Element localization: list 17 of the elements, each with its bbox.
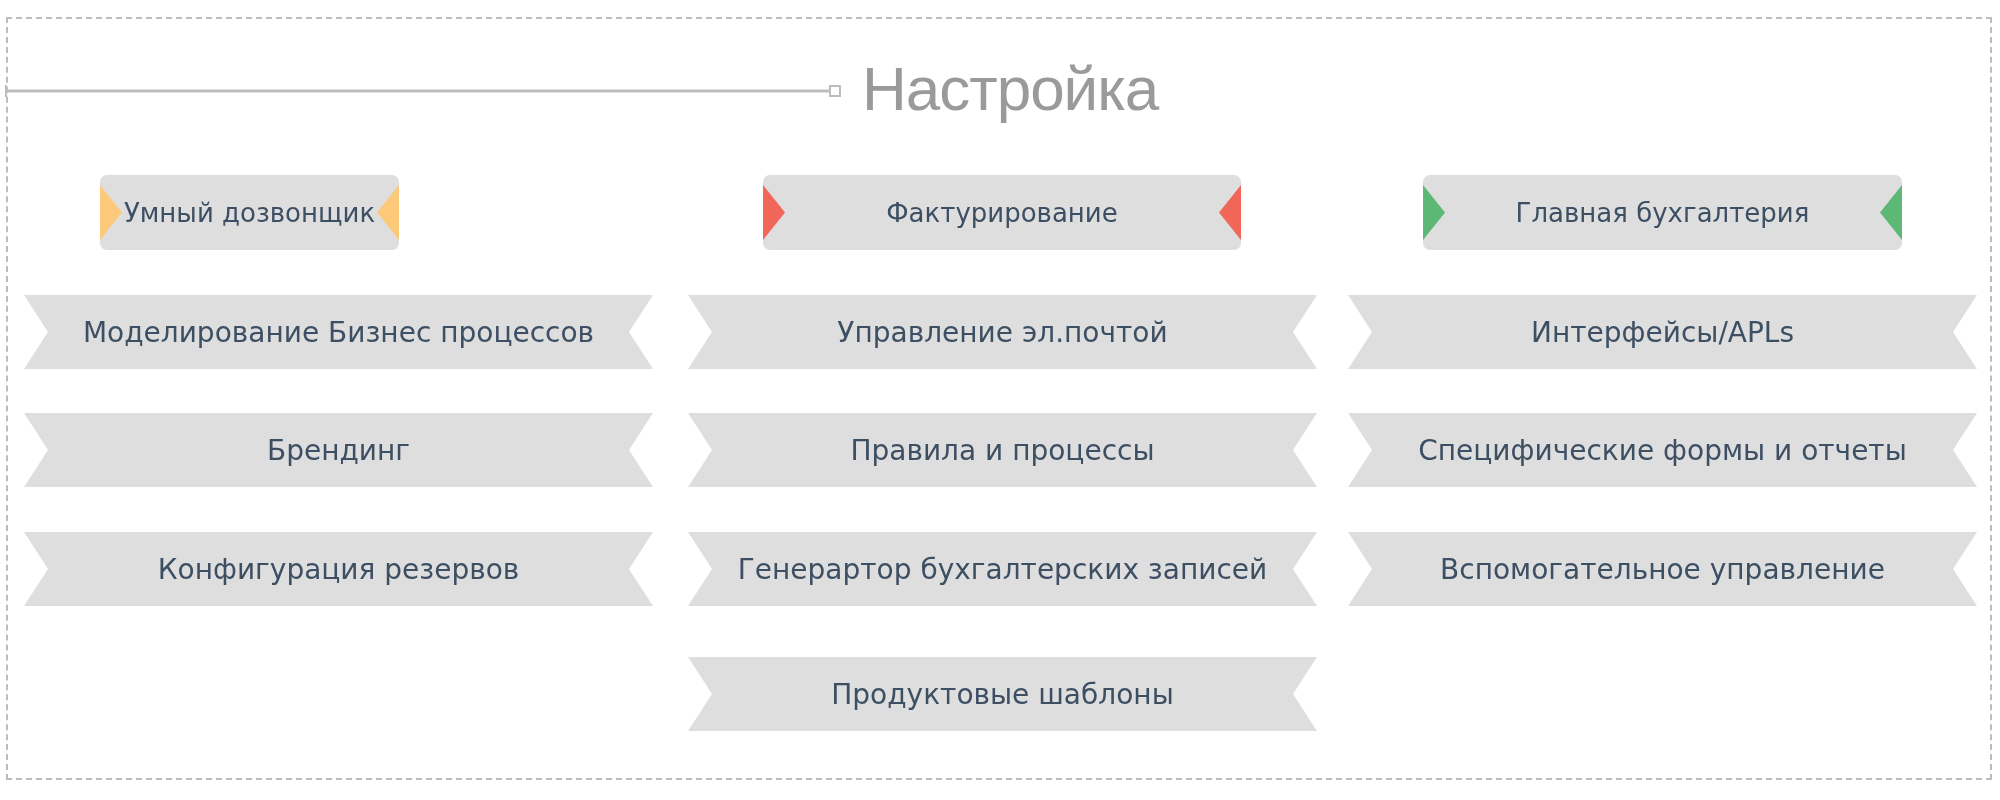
ribbon-label: Фактурирование xyxy=(886,197,1118,228)
ribbon-label: Главная бухгалтерия xyxy=(1515,197,1810,228)
ribbon-label: Генерартор бухгалтерских записей xyxy=(737,552,1268,586)
ribbon-label: Конфигурация резервов xyxy=(157,552,520,586)
ribbon-label: Продуктовые шаблоны xyxy=(831,677,1174,711)
diagram-title: Настройка xyxy=(862,53,1159,125)
header-ribbon xyxy=(100,175,399,250)
ribbon-label: Вспомогательное управление xyxy=(1440,552,1885,586)
ribbon-label: Брендинг xyxy=(266,433,411,467)
ribbon-label: Умный дозвонщик xyxy=(123,197,376,228)
ribbon-label: Интерфейсы/APLs xyxy=(1530,315,1795,349)
ribbon-label: Правила и процессы xyxy=(850,433,1155,467)
header-ribbon xyxy=(1423,175,1902,250)
header-ribbon xyxy=(763,175,1241,250)
ribbon-label: Управление эл.почтой xyxy=(837,315,1168,349)
ribbon-label: Моделирование Бизнес процессов xyxy=(82,315,595,349)
ribbon-label: Специфические формы и отчеты xyxy=(1418,433,1907,467)
